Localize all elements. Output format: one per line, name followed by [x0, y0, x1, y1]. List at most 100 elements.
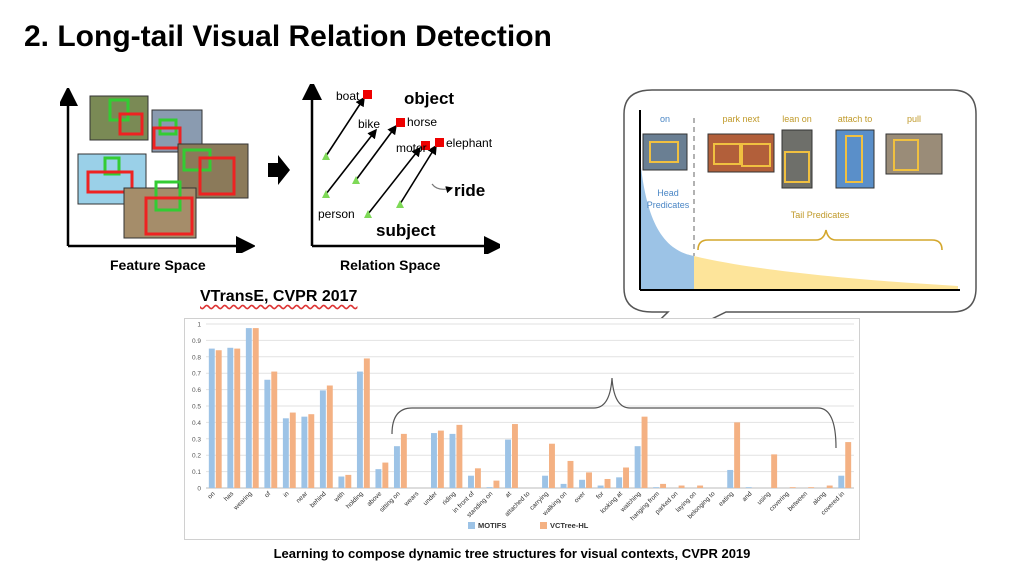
- vtranse-citation: VTransE, CVPR 2017: [200, 288, 358, 305]
- bar-vctree-hl: [363, 358, 370, 488]
- bar-motifs: [431, 433, 437, 488]
- bar-motifs: [653, 487, 660, 488]
- bar-vctree-hl: [456, 424, 463, 488]
- feature-space-diagram: [60, 88, 255, 253]
- chart-frame: [184, 318, 860, 540]
- thumb-attach-to: [835, 129, 875, 189]
- bar-motifs: [727, 469, 734, 488]
- tail-predicate-pull: pull: [907, 114, 921, 124]
- feature-image-5: [123, 180, 197, 239]
- x-tick-label: in: [282, 490, 291, 499]
- bar-motifs: [282, 418, 289, 488]
- y-tick-label: 0: [197, 486, 201, 493]
- bar-vctree-hl: [474, 468, 481, 488]
- thumb-pull: [885, 133, 943, 175]
- object-heading: object: [404, 89, 454, 108]
- slide-title: 2. Long-tail Visual Relation Detection: [24, 20, 552, 53]
- bar-motifs: [560, 483, 567, 488]
- legend-swatch-vctree-hl: [540, 522, 547, 529]
- bar-vctree-hl: [845, 442, 852, 488]
- right-arrow-icon: [268, 155, 290, 185]
- bar-vctree-hl: [400, 433, 407, 488]
- bar-vctree-hl: [660, 483, 667, 488]
- object-bike: bike: [358, 117, 380, 131]
- object-boat: boat: [336, 89, 360, 103]
- bar-vctree-hl: [345, 474, 352, 488]
- bar-motifs: [393, 446, 400, 488]
- bar-vctree-hl: [437, 430, 444, 488]
- bar-vctree-hl: [326, 385, 333, 488]
- bar-motifs: [505, 439, 511, 488]
- head-label-line1: Head: [657, 188, 679, 198]
- bar-vctree-hl: [271, 371, 278, 488]
- bar-motifs: [634, 446, 641, 488]
- bar-vctree-hl: [252, 328, 259, 488]
- bar-motifs: [838, 475, 845, 488]
- bar-motifs: [542, 475, 549, 488]
- bar-vctree-hl: [734, 422, 741, 488]
- x-tick-label: for: [595, 490, 606, 501]
- bar-motifs: [745, 487, 752, 488]
- y-tick-label: 0.8: [192, 354, 201, 361]
- x-tick-label: of: [263, 490, 272, 499]
- y-tick-label: 0.6: [192, 387, 201, 394]
- long-tail-distribution: on park next lean on attach to pull Head…: [639, 110, 960, 291]
- bar-vctree-hl: [493, 480, 500, 488]
- bar-vctree-hl: [771, 454, 778, 488]
- bar-vctree-hl: [604, 478, 611, 488]
- bar-motifs: [338, 476, 345, 488]
- bar-motifs: [468, 475, 474, 488]
- head-predicate-on: on: [660, 114, 670, 124]
- tail-brace: [391, 377, 837, 449]
- bar-motifs: [227, 347, 234, 488]
- legend-label-motifs: MOTIFS: [478, 521, 506, 530]
- object-motor: motor: [396, 141, 427, 155]
- bar-vctree-hl: [789, 487, 796, 488]
- bar-motifs: [449, 433, 456, 488]
- bar-motifs: [579, 479, 586, 488]
- bar-motifs: [208, 348, 215, 488]
- bar-vctree-hl: [511, 424, 518, 488]
- y-tick-label: 0.5: [192, 404, 201, 411]
- bar-vctree-hl: [586, 472, 592, 488]
- bottom-citation: Learning to compose dynamic tree structu…: [273, 546, 751, 561]
- bar-vctree-hl: [826, 485, 833, 488]
- subject-person: person: [318, 207, 355, 221]
- bar-motifs: [597, 485, 604, 488]
- bar-vctree-hl: [697, 485, 704, 488]
- y-tick-label: 0.9: [192, 338, 201, 345]
- bar-motifs: [375, 469, 382, 488]
- y-tick-label: 0.3: [192, 436, 201, 443]
- bar-motifs: [356, 371, 363, 488]
- tail-label: Tail Predicates: [791, 210, 850, 220]
- legend-swatch-motifs: [468, 522, 475, 529]
- y-tick-label: 0.7: [192, 371, 201, 378]
- thumb-park-next: [707, 133, 775, 173]
- bar-vctree-hl: [808, 487, 815, 488]
- subject-heading: subject: [376, 221, 436, 240]
- bar-vctree-hl: [623, 467, 629, 488]
- y-tick-label: 1: [197, 322, 201, 329]
- bar-motifs: [616, 477, 623, 488]
- bar-motifs: [319, 390, 326, 488]
- relation-space-label: Relation Space: [340, 257, 441, 273]
- bar-vctree-hl: [289, 412, 296, 488]
- legend-label-vctree-hl: VCTree-HL: [550, 521, 589, 530]
- ride-heading: ride: [454, 181, 485, 200]
- feature-space-label: Feature Space: [110, 257, 206, 273]
- thumb-on: [642, 133, 688, 171]
- x-tick-label: on: [207, 490, 217, 500]
- bar-vctree-hl: [234, 348, 241, 488]
- bar-vctree-hl: [549, 443, 555, 488]
- bar-motifs: [486, 487, 493, 488]
- bar-vctree-hl: [215, 350, 222, 488]
- y-tick-label: 0.2: [192, 453, 201, 460]
- object-elephant: elephant: [446, 136, 493, 150]
- bar-vctree-hl: [641, 416, 648, 488]
- feature-image-1: [89, 95, 149, 141]
- object-horse: horse: [407, 115, 437, 129]
- tail-predicate-park-next: park next: [722, 114, 760, 124]
- bar-motifs: [301, 416, 308, 488]
- tail-predicate-attach-to: attach to: [838, 114, 873, 124]
